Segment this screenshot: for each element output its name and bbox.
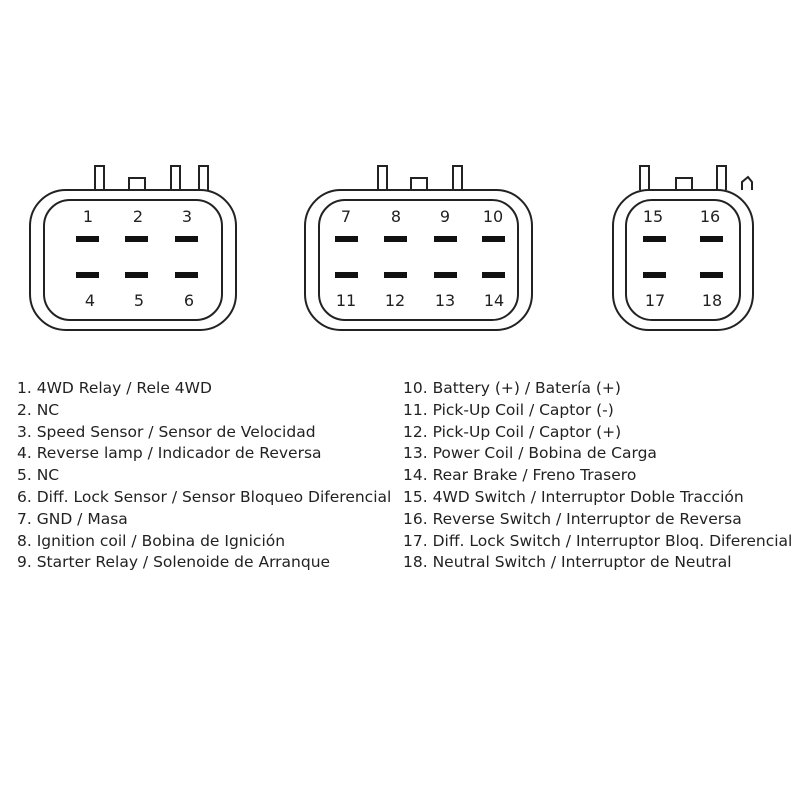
pin-legend-left: 1. 4WD Relay / Rele 4WD 2. NC 3. Speed S… <box>17 378 391 574</box>
legend-item: 11. Pick-Up Coil / Captor (-) <box>403 400 614 419</box>
pin-contact <box>434 236 457 242</box>
legend-item: 14. Rear Brake / Freno Trasero <box>403 466 637 485</box>
pin-number: 9 <box>440 207 450 226</box>
legend-item: 18. Neutral Switch / Interruptor de Neut… <box>403 553 732 572</box>
pin-contact <box>175 272 198 278</box>
pin-number: 15 <box>643 207 663 226</box>
pin-number: 2 <box>133 207 143 226</box>
pin-contact <box>335 272 358 278</box>
pin-numbers: 1 2 3 4 5 6 7 8 9 10 11 12 13 14 15 16 1… <box>83 207 722 310</box>
pin-contact <box>643 236 666 242</box>
legend-item: 10. Battery (+) / Batería (+) <box>403 379 621 397</box>
connector-diagram: 1 2 3 4 5 6 7 8 9 10 11 12 13 14 15 16 1… <box>29 165 754 331</box>
pin-number: 6 <box>184 291 194 310</box>
legend-item: 4. Reverse lamp / Indicador de Reversa <box>17 444 322 463</box>
legend-item: 6. Diff. Lock Sensor / Sensor Bloqueo Di… <box>17 487 392 506</box>
legend-item: 13. Power Coil / Bobina de Carga <box>403 444 657 463</box>
legend-item: 2. NC <box>17 400 60 419</box>
connector-b-housing <box>304 165 533 331</box>
pin-number: 16 <box>700 207 720 226</box>
pin-number: 7 <box>341 207 351 226</box>
pin-number: 18 <box>702 291 722 310</box>
pin-number: 14 <box>484 291 504 310</box>
pin-contact <box>700 272 723 278</box>
pin-number: 5 <box>134 291 144 310</box>
legend-item: 9. Starter Relay / Solenoide de Arranque <box>17 553 331 572</box>
pin-contact <box>700 236 723 242</box>
pin-contact <box>482 272 505 278</box>
pin-number: 8 <box>391 207 401 226</box>
pin-contact <box>125 236 148 242</box>
connector-c-housing <box>612 165 754 331</box>
pin-legend-right: 10. Battery (+) / Batería (+) 11. Pick-U… <box>403 378 792 574</box>
legend-item: 8. Ignition coil / Bobina de Ignición <box>17 531 286 550</box>
pin-contacts <box>76 236 723 278</box>
pin-contact <box>76 272 99 278</box>
pin-number: 11 <box>336 291 356 310</box>
pin-number: 1 <box>83 207 93 226</box>
legend-item: 5. NC <box>17 466 60 485</box>
pin-contact <box>384 236 407 242</box>
pin-contact <box>482 236 505 242</box>
pin-number: 13 <box>435 291 455 310</box>
legend-item: 16. Reverse Switch / Interruptor de Reve… <box>403 509 742 528</box>
legend-item: 1. 4WD Relay / Rele 4WD <box>17 379 212 397</box>
legend-item: 17. Diff. Lock Switch / Interruptor Bloq… <box>403 531 793 550</box>
pin-contact <box>175 236 198 242</box>
pin-number: 4 <box>85 291 95 310</box>
pin-number: 3 <box>182 207 192 226</box>
legend-item: 15. 4WD Switch / Interruptor Doble Tracc… <box>403 487 744 506</box>
legend-item: 7. GND / Masa <box>17 509 128 528</box>
pin-contact <box>434 272 457 278</box>
legend-item: 3. Speed Sensor / Sensor de Velocidad <box>17 422 316 441</box>
pin-contact <box>76 236 99 242</box>
pin-number: 17 <box>645 291 665 310</box>
connector-a-housing <box>29 165 237 331</box>
legend-item: 12. Pick-Up Coil / Captor (+) <box>403 422 622 441</box>
pin-number: 12 <box>385 291 405 310</box>
pin-number: 10 <box>483 207 503 226</box>
pin-contact <box>643 272 666 278</box>
pin-contact <box>335 236 358 242</box>
pin-contact <box>384 272 407 278</box>
pin-contact <box>125 272 148 278</box>
